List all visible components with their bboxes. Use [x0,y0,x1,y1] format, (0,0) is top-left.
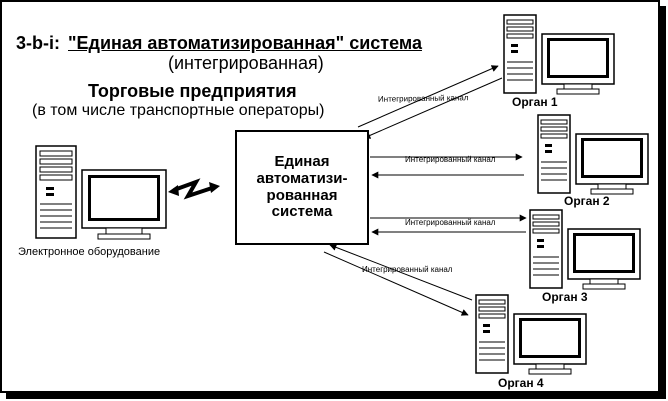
channel-4-line-b [329,244,473,301]
channel-1-line-b [363,77,503,139]
equipment-label: Электронное оборудование [18,246,161,258]
lightning-arrow-left [168,185,179,196]
connection-lines [168,65,527,316]
unified-system-box: Единая автоматизи- рованная система [235,130,369,245]
organ-2-computer-icon [537,114,649,195]
title-quoted: "Единая автоматизированная" система [68,33,422,53]
computer-icon [35,145,167,240]
diagram-frame: 3-b-i: "Единая автоматизированная" систем… [0,0,660,393]
channel-1-line-a [357,65,499,128]
trade-subheading: (в том числе транспортные операторы) [32,102,325,119]
channel-4-line-a [323,251,469,316]
diagram-subtitle: (интегрированная) [168,53,324,73]
lightning-link-icon [173,178,213,200]
channel-label-1: Интегрированный канал [377,93,469,104]
channel-label-2: Интегрированный канал [405,155,496,164]
unified-system-label: Единая автоматизи- рованная система [256,152,348,221]
organ-1-label: Орган 1 [512,95,558,109]
organ-4-label: Орган 4 [498,376,544,390]
trade-heading: Торговые предприятия [88,81,297,101]
lightning-arrow-right [209,182,220,193]
organ-1-computer-icon [503,14,615,95]
diagram-title: 3-b-i: "Единая автоматизированная" систем… [16,33,422,54]
organ-2-label: Орган 2 [564,194,610,208]
title-prefix: 3-b-i: [16,33,60,53]
organ-3-label: Орган 3 [542,290,588,304]
channel-label-3: Интегрированный канал [405,218,496,227]
channel-label-4: Интегрированный канал [362,265,453,274]
organ-3-computer-icon [529,209,641,290]
organ-4-computer-icon [475,294,587,375]
